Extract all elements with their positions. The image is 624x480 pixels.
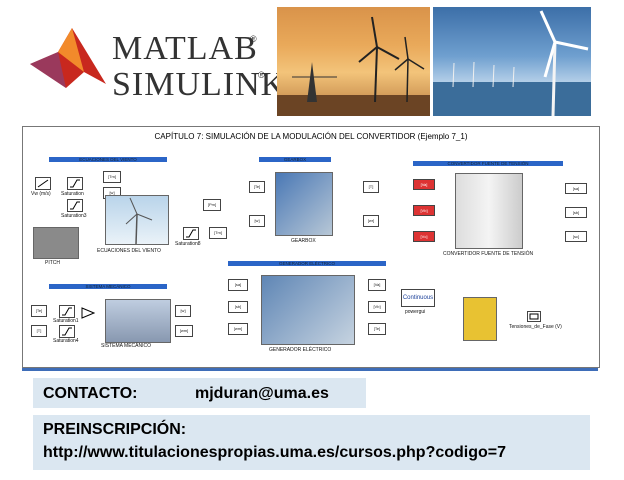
saturation1-label: Saturation1 <box>53 318 79 324</box>
section-bar-converter <box>413 161 563 166</box>
saturation-label: Saturation <box>61 191 84 197</box>
oscilloscope-image[interactable] <box>463 297 497 341</box>
section-bar-wind <box>49 157 167 162</box>
scope-icon <box>529 313 539 320</box>
matlab-logo-icon <box>30 28 106 88</box>
wind-goto-3[interactable]: [Tm] <box>209 227 227 239</box>
converter-out-2[interactable]: [sb] <box>565 207 587 218</box>
contact-email-link[interactable]: mjduran@uma.es <box>195 385 329 402</box>
saturation3-label: Saturation3 <box>61 213 87 219</box>
pitch-image[interactable] <box>33 227 79 259</box>
offshore-turbine-icon <box>433 10 591 116</box>
wind-block-label: ECUACIONES DEL VIENTO <box>97 248 161 254</box>
gen-in-1[interactable]: [sa] <box>228 279 248 291</box>
gen-out-3[interactable]: [Te] <box>368 323 386 335</box>
scope-block[interactable] <box>527 311 541 322</box>
gen-out-1[interactable]: [Va] <box>368 279 386 291</box>
brand-matlab: MATLAB <box>112 30 258 67</box>
header-logo-area: MATLAB SIMULINK ® ® <box>0 0 285 120</box>
wind-turbine-image[interactable] <box>105 195 169 245</box>
generator-image[interactable] <box>261 275 355 345</box>
section-bar-generator <box>228 261 386 266</box>
saturation1-block[interactable] <box>59 305 75 318</box>
saturation-icon <box>70 201 80 210</box>
gen-out-2[interactable]: [Vb] <box>368 301 386 313</box>
converter-in-1[interactable]: [Va] <box>413 179 435 190</box>
wind-out-goto[interactable]: [Pm] <box>203 199 221 211</box>
simulink-diagram: CAPÍTULO 7: SIMULACIÓN DE LA MODULACIÓN … <box>22 126 600 368</box>
section-label-gearbox: GEARBOX <box>283 157 307 162</box>
section-bar-gearbox <box>259 157 331 162</box>
gen-in-3[interactable]: [wm] <box>228 323 248 335</box>
saturation-icon <box>186 229 196 238</box>
wind-goto-1[interactable]: [Tm] <box>103 171 121 183</box>
generator-block-label: GENERADOR ELÉCTRICO <box>269 347 332 353</box>
divider-rule <box>22 368 598 371</box>
wind-turbine-icon <box>277 16 430 116</box>
section-label-generator: GENERADOR ELÉCTRICO <box>278 261 335 266</box>
saturation-icon <box>70 179 80 188</box>
saturation8-block[interactable] <box>183 227 199 240</box>
section-bar-mechanical <box>49 284 167 289</box>
gearbox-block-label: GEARBOX <box>291 238 316 244</box>
continuous-block[interactable]: Continuous <box>401 289 435 307</box>
preinscription-label: PREINSCRIPCIÓN: <box>43 421 187 438</box>
registered-mark-2: ® <box>258 70 265 80</box>
section-label-converter: CONVERTIDOR FUENTE DE TENSIÓN <box>447 161 529 166</box>
vw-label: Vw (m/s) <box>31 191 51 197</box>
gearbox-out-1[interactable]: [T] <box>363 181 379 193</box>
contact-box: CONTACTO: mjduran@uma.es <box>33 378 366 408</box>
converter-in-3[interactable]: [Vc] <box>413 231 435 242</box>
section-label-mechanical: SISTEMA MECÁNICO <box>85 284 131 289</box>
saturation8-label: Saturation8 <box>175 241 201 247</box>
mech-in-1[interactable]: [Te] <box>31 305 47 317</box>
gain-triangle-icon[interactable] <box>81 307 95 319</box>
saturation-block[interactable] <box>67 177 83 190</box>
converter-out-3[interactable]: [sc] <box>565 231 587 242</box>
gen-in-2[interactable]: [sb] <box>228 301 248 313</box>
contact-label: CONTACTO: <box>43 385 138 402</box>
gearbox-out-2[interactable]: [wr] <box>363 215 379 227</box>
vw-source-block[interactable] <box>35 177 51 190</box>
saturation3-block[interactable] <box>67 199 83 212</box>
preinscription-box: PREINSCRIPCIÓN: http://www.titulacionesp… <box>33 415 590 470</box>
mech-in-2[interactable]: [T] <box>31 325 47 337</box>
scope-label: Tensiones_de_Fase (V) <box>509 324 562 330</box>
preinscription-url-link[interactable]: http://www.titulacionespropias.uma.es/cu… <box>43 444 507 461</box>
converter-image[interactable] <box>455 173 523 249</box>
diagram-title: CAPÍTULO 7: SIMULACIÓN DE LA MODULACIÓN … <box>154 132 468 141</box>
saturation4-label: Saturation4 <box>53 338 79 344</box>
mechanical-block-label: SISTEMA MECÁNICO <box>101 343 152 349</box>
sunset-wind-turbines-photo <box>277 7 430 116</box>
gearbox-in-1[interactable]: [Te] <box>249 181 265 193</box>
saturation-icon <box>62 307 72 316</box>
mech-out-2[interactable]: [wm] <box>175 325 193 337</box>
saturation4-block[interactable] <box>59 325 75 338</box>
registered-mark: ® <box>250 34 257 44</box>
offshore-wind-farm-photo <box>433 7 591 116</box>
converter-block-label: CONVERTIDOR FUENTE DE TENSIÓN <box>443 251 534 257</box>
section-label-wind: ECUACIONES DEL VIENTO <box>79 157 137 162</box>
brand-simulink: SIMULINK <box>112 66 287 103</box>
gearbox-in-2[interactable]: [w] <box>249 215 265 227</box>
converter-in-2[interactable]: [Vb] <box>413 205 435 216</box>
turbine-icon <box>125 197 153 245</box>
gearbox-image[interactable] <box>275 172 333 236</box>
mech-out-1[interactable]: [w] <box>175 305 191 317</box>
pitch-label: PITCH <box>45 260 60 266</box>
ramp-icon <box>37 179 49 188</box>
mechanical-image[interactable] <box>105 299 171 343</box>
converter-out-1[interactable]: [sa] <box>565 183 587 194</box>
saturation-icon <box>62 327 72 336</box>
powergui-label: powergui <box>405 309 426 315</box>
